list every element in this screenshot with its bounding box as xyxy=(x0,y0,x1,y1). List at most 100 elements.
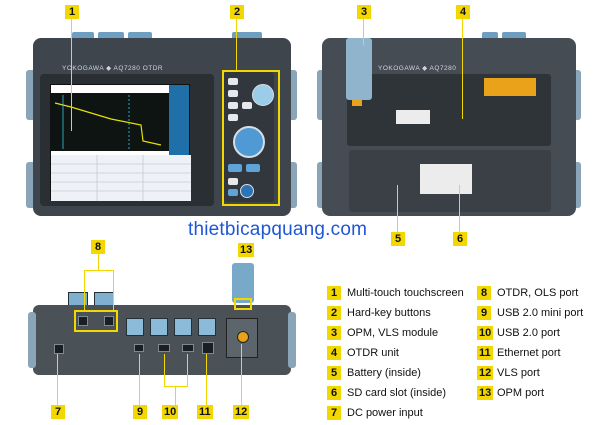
legend-num-1: 1 xyxy=(327,286,341,300)
leader-line-2 xyxy=(236,19,237,70)
usb-port-2[interactable] xyxy=(182,344,194,352)
opm-port-highlight xyxy=(234,298,252,310)
callout-13: 13 xyxy=(238,243,255,257)
leader-line-10b xyxy=(187,354,188,387)
top-port-cap xyxy=(128,32,152,40)
vls-port[interactable] xyxy=(237,331,249,343)
hard-key[interactable] xyxy=(228,189,238,196)
hard-key[interactable] xyxy=(228,178,238,185)
ols-port[interactable] xyxy=(104,316,114,326)
legend-label-6: SD card slot (inside) xyxy=(347,387,447,399)
legend-num-3: 3 xyxy=(327,326,341,340)
side-grip-right xyxy=(571,70,581,120)
top-port-cap xyxy=(232,32,262,40)
legend-label-4: OTDR unit xyxy=(347,347,399,359)
top-port-cap xyxy=(72,32,94,40)
setup-key[interactable] xyxy=(228,164,242,172)
leader-line-3 xyxy=(363,19,364,45)
legend-num-10: 10 xyxy=(477,326,494,340)
side-grip-right xyxy=(287,70,297,120)
hard-key[interactable] xyxy=(242,102,252,109)
leader-line-8a xyxy=(84,270,85,310)
leader-line-4 xyxy=(462,19,463,119)
top-port-cap xyxy=(502,32,526,40)
legend-num-5: 5 xyxy=(327,366,341,380)
legend-label-13: OPM port xyxy=(497,387,545,399)
info-label xyxy=(396,110,430,124)
legend-label-1: Multi-touch touchscreen xyxy=(347,287,464,299)
legend-num-2: 2 xyxy=(327,306,341,320)
legend-num-7: 7 xyxy=(327,406,341,420)
port-cover xyxy=(126,318,144,336)
top-port-cap xyxy=(98,32,124,40)
legend-num-11: 11 xyxy=(477,346,493,360)
side-grip-left xyxy=(26,162,36,208)
leader-line-6 xyxy=(459,185,460,232)
legend-label-7: DC power input xyxy=(347,407,423,419)
leader-line-12 xyxy=(241,344,242,405)
callout-3: 3 xyxy=(357,5,371,19)
rotary-dial[interactable] xyxy=(233,126,265,158)
otdr-ols-highlight xyxy=(74,310,118,332)
usb-mini-port[interactable] xyxy=(134,344,144,352)
front-brand-label: YOKOGAWA ◆ AQ7280 OTDR xyxy=(62,65,164,72)
hard-key-highlight xyxy=(222,70,280,206)
hard-key[interactable] xyxy=(228,78,238,85)
leader-line-8b xyxy=(113,270,114,310)
callout-6: 6 xyxy=(453,232,467,246)
callout-1: 1 xyxy=(65,5,79,19)
leader-line-10a xyxy=(164,354,165,387)
screen-side-menu[interactable] xyxy=(169,85,189,155)
vls-port-panel xyxy=(226,318,258,358)
leader-line-11 xyxy=(206,354,207,405)
legend-num-9: 9 xyxy=(477,306,491,320)
dc-power-input[interactable] xyxy=(54,344,64,354)
callout-2: 2 xyxy=(230,5,244,19)
opm-vls-module xyxy=(346,38,372,100)
port-cover xyxy=(150,318,168,336)
callout-8: 8 xyxy=(91,240,105,254)
hard-key[interactable] xyxy=(228,114,238,121)
otdr-port[interactable] xyxy=(78,316,88,326)
legend-label-10: USB 2.0 port xyxy=(497,327,560,339)
hard-key[interactable] xyxy=(228,102,238,109)
port-cover xyxy=(198,318,216,336)
power-button[interactable] xyxy=(240,184,254,198)
callout-12: 12 xyxy=(233,405,250,419)
usb-port-1[interactable] xyxy=(158,344,170,352)
side-grip-right xyxy=(571,162,581,208)
side-grip-right xyxy=(287,162,297,208)
trace-svg xyxy=(54,95,162,149)
callout-9: 9 xyxy=(133,405,147,419)
battery-warning-label xyxy=(420,164,472,194)
leader-line-10v xyxy=(175,386,176,405)
leader-line-8h xyxy=(84,270,114,271)
legend-label-12: VLS port xyxy=(497,367,540,379)
leader-line-10h xyxy=(164,386,188,387)
leader-line-8v xyxy=(98,254,99,270)
legend-label-2: Hard-key buttons xyxy=(347,307,431,319)
callout-7: 7 xyxy=(51,405,65,419)
opm-port-cap xyxy=(232,263,254,303)
legend-label-11: Ethernet port xyxy=(497,347,561,359)
legend-label-8: OTDR, OLS port xyxy=(497,287,579,299)
port-cover xyxy=(174,318,192,336)
legend-num-12: 12 xyxy=(477,366,494,380)
legend-label-9: USB 2.0 mini port xyxy=(497,307,584,319)
otdr-trace-graph xyxy=(51,93,171,151)
legend-num-8: 8 xyxy=(477,286,491,300)
callout-11: 11 xyxy=(197,405,213,419)
leader-line-1 xyxy=(71,19,72,131)
enter-key[interactable] xyxy=(246,164,260,172)
callout-10: 10 xyxy=(162,405,179,419)
hard-key[interactable] xyxy=(228,90,238,97)
callout-4: 4 xyxy=(456,5,470,19)
leader-line-9 xyxy=(139,354,140,405)
warning-label xyxy=(484,78,536,96)
callout-5: 5 xyxy=(391,232,405,246)
ethernet-port[interactable] xyxy=(202,342,214,354)
start-button[interactable] xyxy=(252,84,274,106)
legend-label-3: OPM, VLS module xyxy=(347,327,439,339)
leader-line-5 xyxy=(397,185,398,232)
legend-num-13: 13 xyxy=(477,386,494,400)
